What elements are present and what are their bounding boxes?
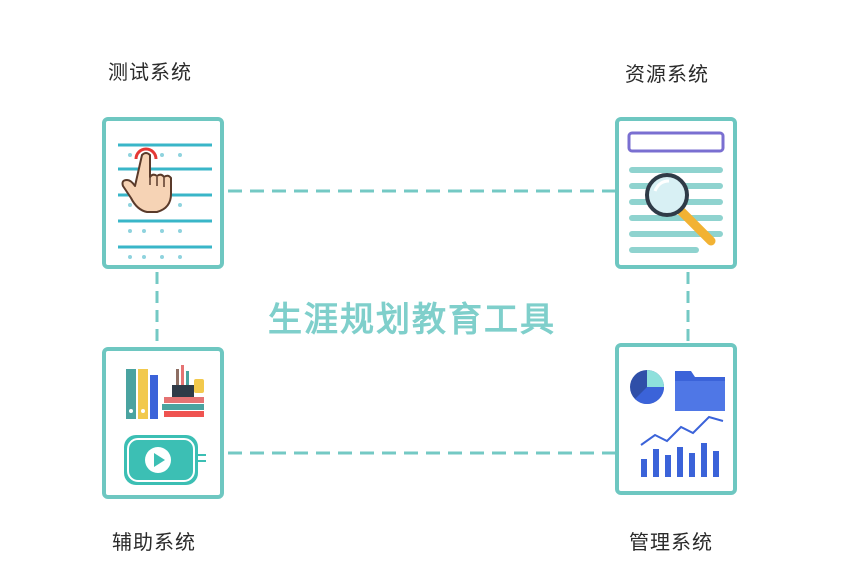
chart-folder-icon: [630, 370, 725, 477]
books-video-icon: [124, 365, 206, 485]
diagram-title: 生涯规划教育工具: [268, 300, 556, 340]
assist-system-label: 辅助系统: [112, 530, 196, 554]
test-system-panel: [102, 117, 224, 269]
document-search-icon: [627, 131, 725, 253]
manage-system-label: 管理系统: [629, 530, 713, 554]
assist-system-panel: [102, 347, 224, 499]
manage-system-panel: [615, 343, 737, 495]
resource-system-label: 资源系统: [625, 62, 709, 86]
hand-pointer-list-icon: [118, 143, 212, 259]
test-system-label: 测试系统: [108, 60, 192, 84]
resource-system-panel: [615, 117, 737, 269]
